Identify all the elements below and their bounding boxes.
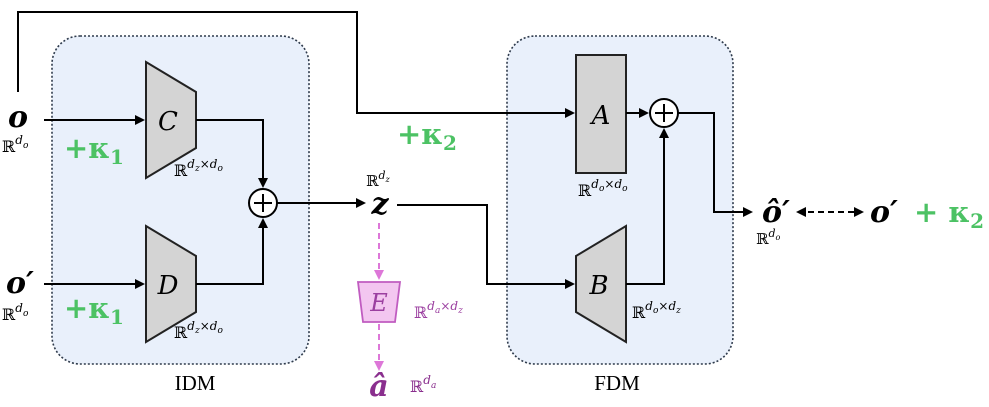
edge-z-to-b	[397, 204, 575, 289]
dim-b: ℝdo×dz	[632, 299, 681, 322]
block-b-label: B	[588, 271, 608, 301]
dim-a: ℝdo×do	[578, 177, 628, 200]
target-plus-kappa2: + κ2	[914, 195, 984, 233]
edge-d-to-sum	[196, 218, 268, 285]
block-e	[356, 281, 402, 323]
block-b	[575, 224, 627, 344]
edge-sum-to-o-hat	[678, 112, 753, 217]
fdm-label: FDM	[594, 371, 640, 395]
edge-c-to-sum	[196, 119, 268, 188]
input-o-space: ℝdo	[2, 133, 29, 156]
output-a-hat: â	[369, 369, 388, 404]
sum-node-idm	[248, 188, 278, 218]
output-a-hat-space: ℝda	[410, 373, 436, 396]
target-o-prime: o′	[870, 195, 898, 230]
input-o: o	[8, 100, 28, 135]
block-a	[575, 54, 627, 174]
idm-label: IDM	[175, 371, 216, 395]
input-o-prime: o′	[6, 266, 34, 301]
idm-module	[51, 35, 310, 365]
block-d-label: D	[157, 271, 179, 301]
output-o-hat-prime: ô′	[762, 195, 790, 230]
noise-kappa1-bottom: +κ1	[64, 291, 124, 329]
block-c	[145, 60, 197, 180]
noise-kappa1-top: +κ1	[64, 131, 124, 169]
dim-e: ℝda×dz	[414, 299, 463, 322]
input-o-prime-space: ℝdo	[2, 301, 29, 324]
edge-o-skip-to-a	[17, 11, 575, 118]
latent-z: z	[370, 187, 389, 222]
sum-node-fdm	[649, 98, 679, 128]
edge-b-to-sum	[626, 128, 669, 285]
noise-kappa2: +κ2	[397, 117, 457, 155]
block-e-label: E	[369, 289, 388, 317]
dim-d: ℝdz×do	[174, 319, 223, 342]
block-a-label: A	[590, 101, 611, 131]
output-o-hat-space: ℝdo	[756, 227, 781, 248]
dim-c: ℝdz×do	[174, 157, 223, 180]
latent-space: ℝdz	[366, 169, 391, 190]
block-c-label: C	[158, 107, 178, 137]
block-d	[145, 224, 197, 344]
